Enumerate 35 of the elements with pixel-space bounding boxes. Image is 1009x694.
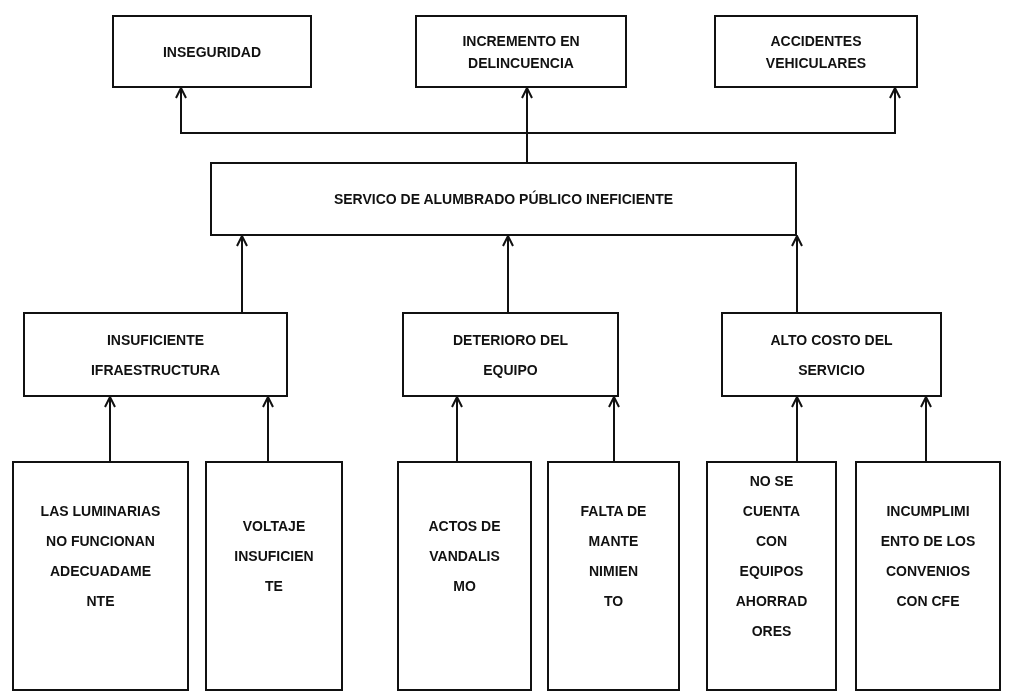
text-box [210,162,797,236]
box-text: VOLTAJE INSUFICIEN TE [233,517,315,596]
box-text: SERVICO DE ALUMBRADO PÚBLICO INEFICIENTE [332,189,675,209]
text-box [397,461,532,691]
arrow [920,396,932,462]
box-text: ACTOS DE VANDALIS MO [427,517,502,596]
arrow [502,235,514,313]
text-box [112,15,312,88]
text-box [12,461,189,691]
box-text: FALTA DE MANTE NIMIEN TO [579,502,648,611]
box-text: INSUFICIENTE IFRAESTRUCTURA [89,330,222,380]
box-text: DETERIORO DEL EQUIPO [451,330,570,380]
text-box [547,461,680,691]
box-text: NO SE CUENTA CON EQUIPOS AHORRAD ORES [734,472,809,641]
arrow [236,235,248,313]
box-text: INCUMPLIMI ENTO DE LOS CONVENIOS CON CFE [879,502,977,611]
arrow [104,396,116,462]
text-box [23,312,288,397]
box-text: ALTO COSTO DEL SERVICIO [769,330,894,380]
text-box [415,15,627,88]
text-box [706,461,837,691]
text-box [855,461,1001,691]
text-box [721,312,942,397]
box-text: LAS LUMINARIAS NO FUNCIONAN ADECUADAME NTE [39,502,162,611]
text-box [714,15,918,88]
arrow [451,396,463,462]
arrow [791,396,803,462]
box-text: INCREMENTO EN DELINCUENCIA [461,31,581,73]
text-box [205,461,343,691]
arrow [608,396,620,462]
box-text: ACCIDENTES VEHICULARES [764,31,868,73]
arrow [791,235,803,313]
text-box [402,312,619,397]
arrow [262,396,274,462]
box-text: INSEGURIDAD [162,42,262,62]
